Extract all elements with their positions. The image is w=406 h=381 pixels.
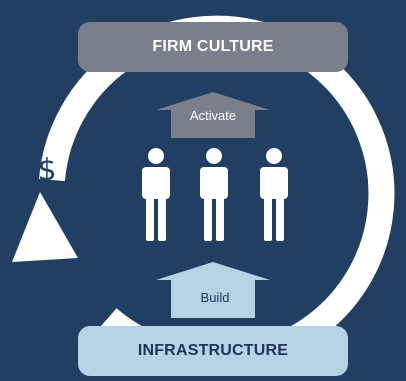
- person-icon: [260, 148, 288, 241]
- firm-culture-box: FIRM CULTURE: [78, 22, 348, 72]
- dollar-icon: $: [37, 152, 57, 188]
- infrastructure-label: INFRASTRUCTURE: [137, 342, 289, 359]
- activate-arrow-shape: [156, 92, 270, 138]
- people-group: [142, 148, 288, 241]
- build-label: Build: [200, 290, 230, 305]
- person-icon: [142, 148, 170, 241]
- build-arrow-shape: [156, 262, 270, 318]
- ring-arrowhead-icon: [12, 192, 78, 262]
- infrastructure-box: INFRASTRUCTURE: [78, 326, 348, 376]
- firm-culture-label: FIRM CULTURE: [152, 38, 274, 55]
- build-arrow: [156, 262, 270, 318]
- activate-arrow: [156, 92, 270, 138]
- activate-label: Activate: [189, 108, 237, 123]
- person-icon: [200, 148, 228, 241]
